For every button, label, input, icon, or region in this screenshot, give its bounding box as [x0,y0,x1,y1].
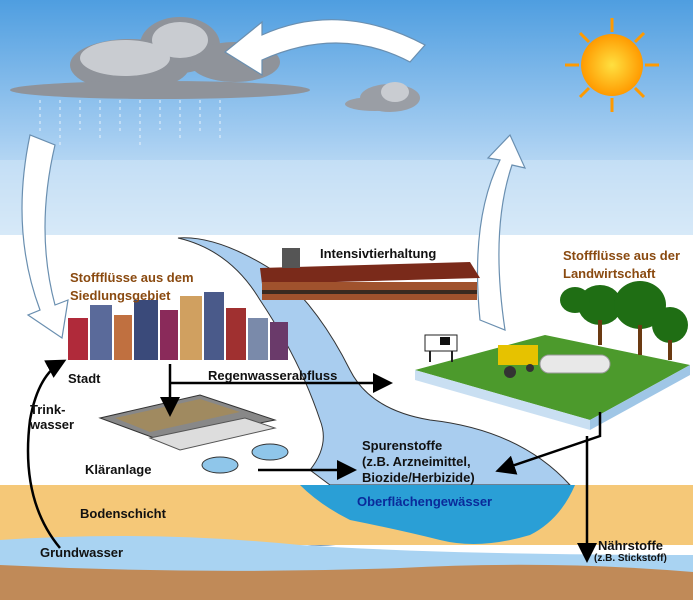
label-klaeranlage: Kläranlage [85,462,151,477]
surface-water-lake [300,485,575,544]
label-landwirtschaft-1: Stoffflüsse aus der [563,248,680,263]
farmland-illustration [415,281,690,430]
label-grundwasser: Grundwasser [40,545,123,560]
label-spurenstoffe-1: Spurenstoffe [362,438,442,453]
landwirtschaft-to-lake-arrow [495,412,602,475]
label-naehrstoffe-2: (z.B. Stickstoff) [594,553,667,564]
trinkwasser-arrow [26,359,67,549]
bedrock-layer [0,564,693,600]
label-landwirtschaft-2: Landwirtschaft [563,266,656,281]
label-spurenstoffe-3: Biozide/Herbizide) [362,470,475,485]
precipitation-arrow [21,134,69,340]
label-stadt: Stadt [68,371,101,386]
flow-arrows [26,359,602,563]
barn-illustration [260,248,480,300]
label-siedlung-2: Siedlungsgebiet [70,288,171,303]
label-naehrstoffe-1: Nährstoffe [598,538,663,553]
label-siedlung-1: Stoffflüsse aus dem [70,270,194,285]
label-spurenstoffe-2: (z.B. Arzneimittel, [362,454,471,469]
sun-icon [565,18,659,112]
label-oberflaechengewaesser: Oberflächengewässer [357,494,492,509]
label-regenwasserabfluss: Regenwasserabfluss [208,368,337,383]
cow-icon [424,334,458,362]
label-trinkwasser-2: wasser [29,417,74,432]
label-trinkwasser-1: Trink- [30,402,65,417]
small-cloud-icon [345,82,420,112]
label-bodenschicht: Bodenschicht [80,506,167,521]
city-illustration [68,292,288,360]
label-intensivtierhaltung: Intensivtierhaltung [320,246,436,261]
evaporation-arrow [476,133,527,331]
sky-arrow [223,19,426,77]
